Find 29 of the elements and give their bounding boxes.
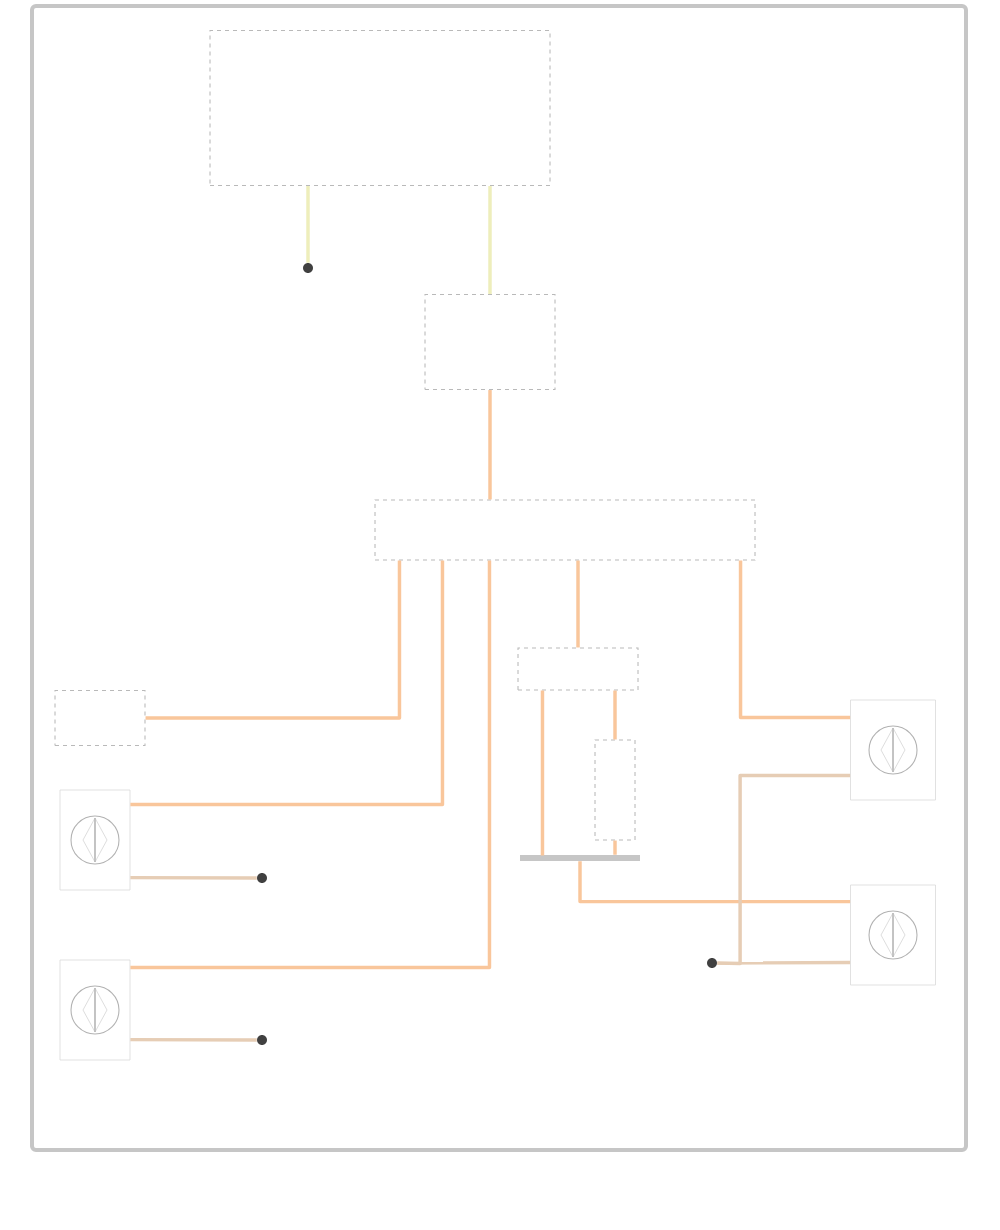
lamp-symbol [850, 884, 936, 986]
lamp-symbol [850, 699, 936, 801]
wire [738, 560, 851, 720]
component-box [594, 739, 636, 841]
wire [613, 840, 617, 855]
ground-point [257, 1035, 267, 1045]
component-box [54, 689, 146, 747]
ground-point [257, 873, 267, 883]
component-box [374, 499, 756, 561]
wire [488, 390, 492, 500]
ground-point [303, 263, 313, 273]
wire [488, 186, 492, 294]
component-box [517, 647, 639, 691]
wire [130, 875, 257, 880]
lamp-symbol [59, 789, 131, 891]
component-box [209, 29, 551, 187]
wire [613, 690, 617, 740]
wire [145, 560, 402, 720]
wire [130, 1037, 257, 1042]
lamp-symbol [59, 959, 131, 1061]
wire [578, 861, 851, 904]
wire [130, 560, 445, 807]
splice-bar [520, 855, 640, 861]
component-box [424, 293, 556, 391]
wire [576, 560, 580, 648]
wire [130, 560, 492, 970]
ground-point [707, 958, 717, 968]
wire [306, 186, 310, 263]
wire [717, 960, 851, 965]
